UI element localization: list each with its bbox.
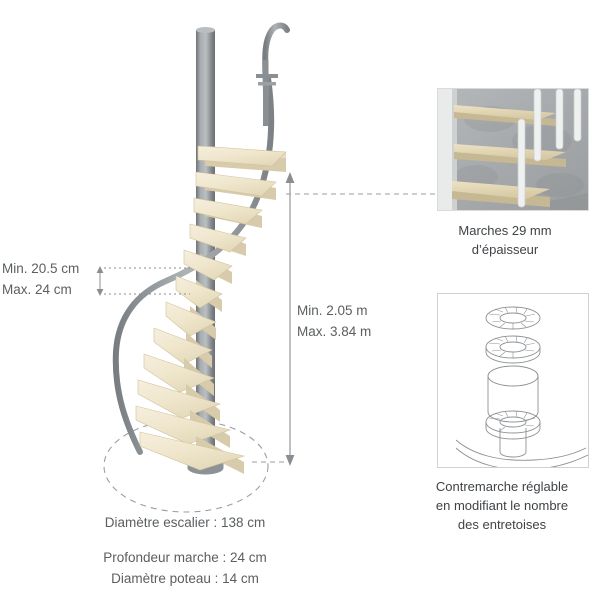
steps-photo [438,89,588,210]
spacer-ring [485,335,541,364]
tread [175,275,223,312]
depth-caption: Profondeur marche : 24 cm Diamètre potea… [0,547,370,589]
photo-baluster [517,89,582,208]
riser-min-label: Min. 20.5 cm [2,261,80,276]
steps-caption: Marches 29 mm d’épaisseur [410,221,600,259]
tread [189,223,247,256]
floor-diameter-ellipse [103,419,269,513]
riser-dimension-arrow [96,266,190,296]
riser-caption-line2: en modifiant le nombre [435,498,569,513]
handrail-newel [263,60,269,126]
steps-photo-panel [437,88,589,211]
steps-caption-line2: d’épaisseur [471,242,539,257]
height-max-label: Max. 3.84 m [297,324,372,339]
spacer-ring-bottom [485,410,541,440]
photo-tread [454,105,556,126]
spacer-exploded-drawing [455,306,588,467]
tread [195,171,277,200]
baluster-group-front [134,150,288,494]
height-dimension-label: Min. 2.05 m Max. 3.84 m [297,300,371,342]
tread [183,249,233,284]
riser-caption-line3: des entretoises [457,517,547,532]
spacer-ring [485,306,541,330]
diameter-label: Diamètre escalier : 138 cm [104,515,266,530]
photo-tread [452,181,550,207]
height-dimension-arrow [285,172,295,466]
height-min-label: Min. 2.05 m [297,303,368,318]
riser-caption-line1: Contremarche réglable [435,479,569,494]
riser-dimension-label: Min. 20.5 cm Max. 24 cm [2,258,79,300]
riser-max-label: Max. 24 cm [2,282,72,297]
pole-diameter-label: Diamètre poteau : 14 cm [111,571,259,586]
diameter-caption: Diamètre escalier : 138 cm [0,512,370,533]
tread-depth-label: Profondeur marche : 24 cm [103,550,267,565]
pole-stub [499,428,527,458]
tread-outline [455,439,588,467]
tread [193,197,263,228]
tread [139,431,246,474]
steps-caption-line1: Marches 29 mm [458,223,552,238]
tread-group [135,145,287,474]
riser-caption: Contremarche réglable en modifiant le no… [404,477,600,534]
tread [197,145,287,172]
riser-drawing-panel [437,293,589,468]
